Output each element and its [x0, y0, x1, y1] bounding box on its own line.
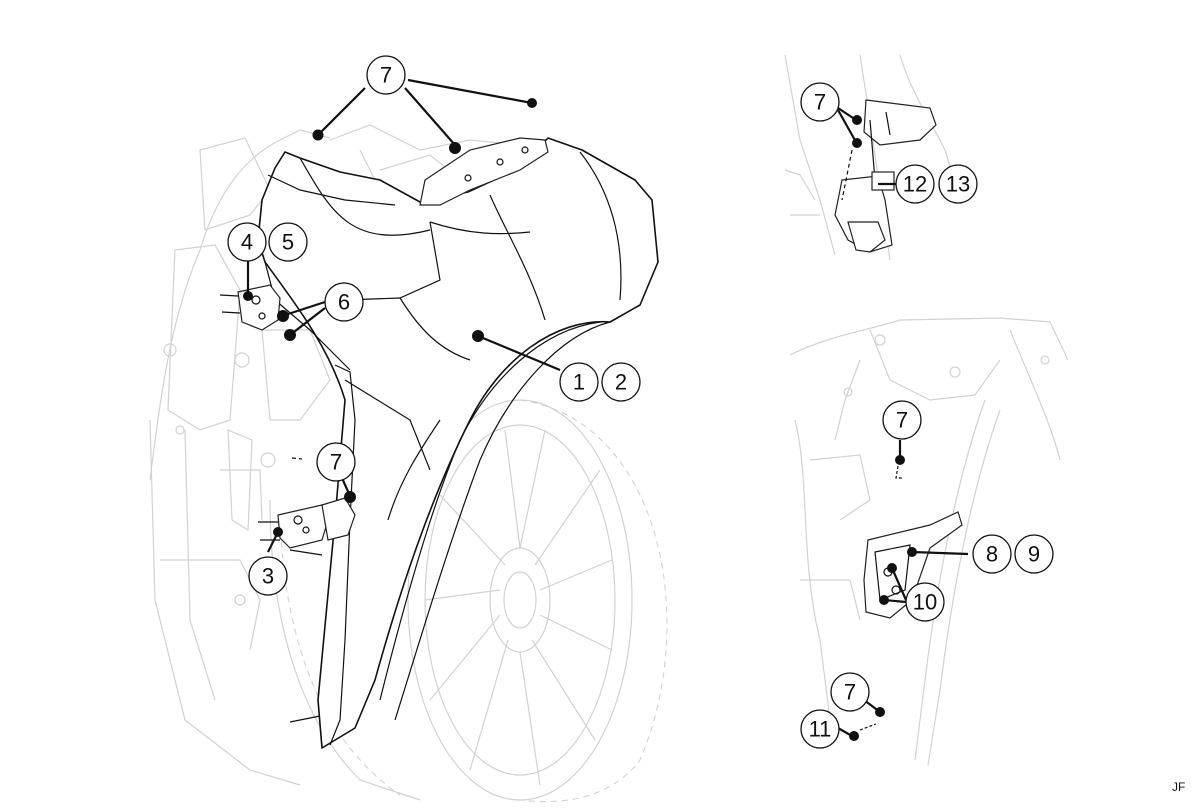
svg-text:12: 12: [903, 172, 927, 197]
callout-main-4: 4: [227, 222, 267, 262]
callout-inset-bottom-10: 10: [905, 582, 945, 622]
wheel-ghost: [407, 399, 668, 803]
inset-top-hinge-view: [784, 54, 961, 261]
svg-text:13: 13: [946, 172, 970, 197]
callout-main-2: 2: [601, 362, 641, 402]
callout-main-5: 5: [268, 222, 308, 262]
svg-text:8: 8: [986, 542, 998, 567]
callout-inset-top-7: 7: [800, 82, 840, 122]
callout-inset-top-13: 13: [938, 164, 978, 204]
callout-inset-bottom-8: 8: [972, 534, 1012, 574]
main-leaders: [243, 78, 561, 553]
callout-inset-bottom-7-upper: 7: [882, 400, 922, 440]
callout-main-1: 1: [559, 362, 599, 402]
svg-text:11: 11: [809, 717, 832, 742]
svg-text:3: 3: [262, 564, 274, 589]
callout-inset-bottom-11: 11: [800, 709, 840, 749]
svg-text:7: 7: [896, 408, 908, 433]
callout-main-top-7: 7: [366, 55, 406, 95]
svg-text:7: 7: [380, 63, 392, 88]
callout-inset-bottom-7-lower: 7: [830, 672, 870, 712]
artist-signature: JF: [1172, 780, 1185, 794]
svg-text:2: 2: [615, 370, 627, 395]
svg-text:4: 4: [241, 230, 253, 255]
front-fender: [257, 137, 659, 749]
lower-bracket: [258, 457, 356, 723]
svg-text:6: 6: [338, 290, 350, 315]
svg-text:9: 9: [1028, 542, 1040, 567]
svg-text:5: 5: [282, 230, 294, 255]
svg-text:10: 10: [913, 590, 937, 615]
svg-text:7: 7: [814, 90, 826, 115]
callout-main-mid-7: 7: [316, 442, 356, 482]
callout-main-3: 3: [248, 556, 288, 596]
callout-inset-bottom-9: 9: [1014, 534, 1054, 574]
svg-text:1: 1: [573, 370, 585, 395]
callout-inset-top-12: 12: [895, 164, 935, 204]
inset-bottom-bracket-view: [789, 317, 1069, 766]
svg-text:7: 7: [330, 450, 342, 475]
svg-text:7: 7: [844, 680, 856, 705]
callout-main-6: 6: [324, 282, 364, 322]
